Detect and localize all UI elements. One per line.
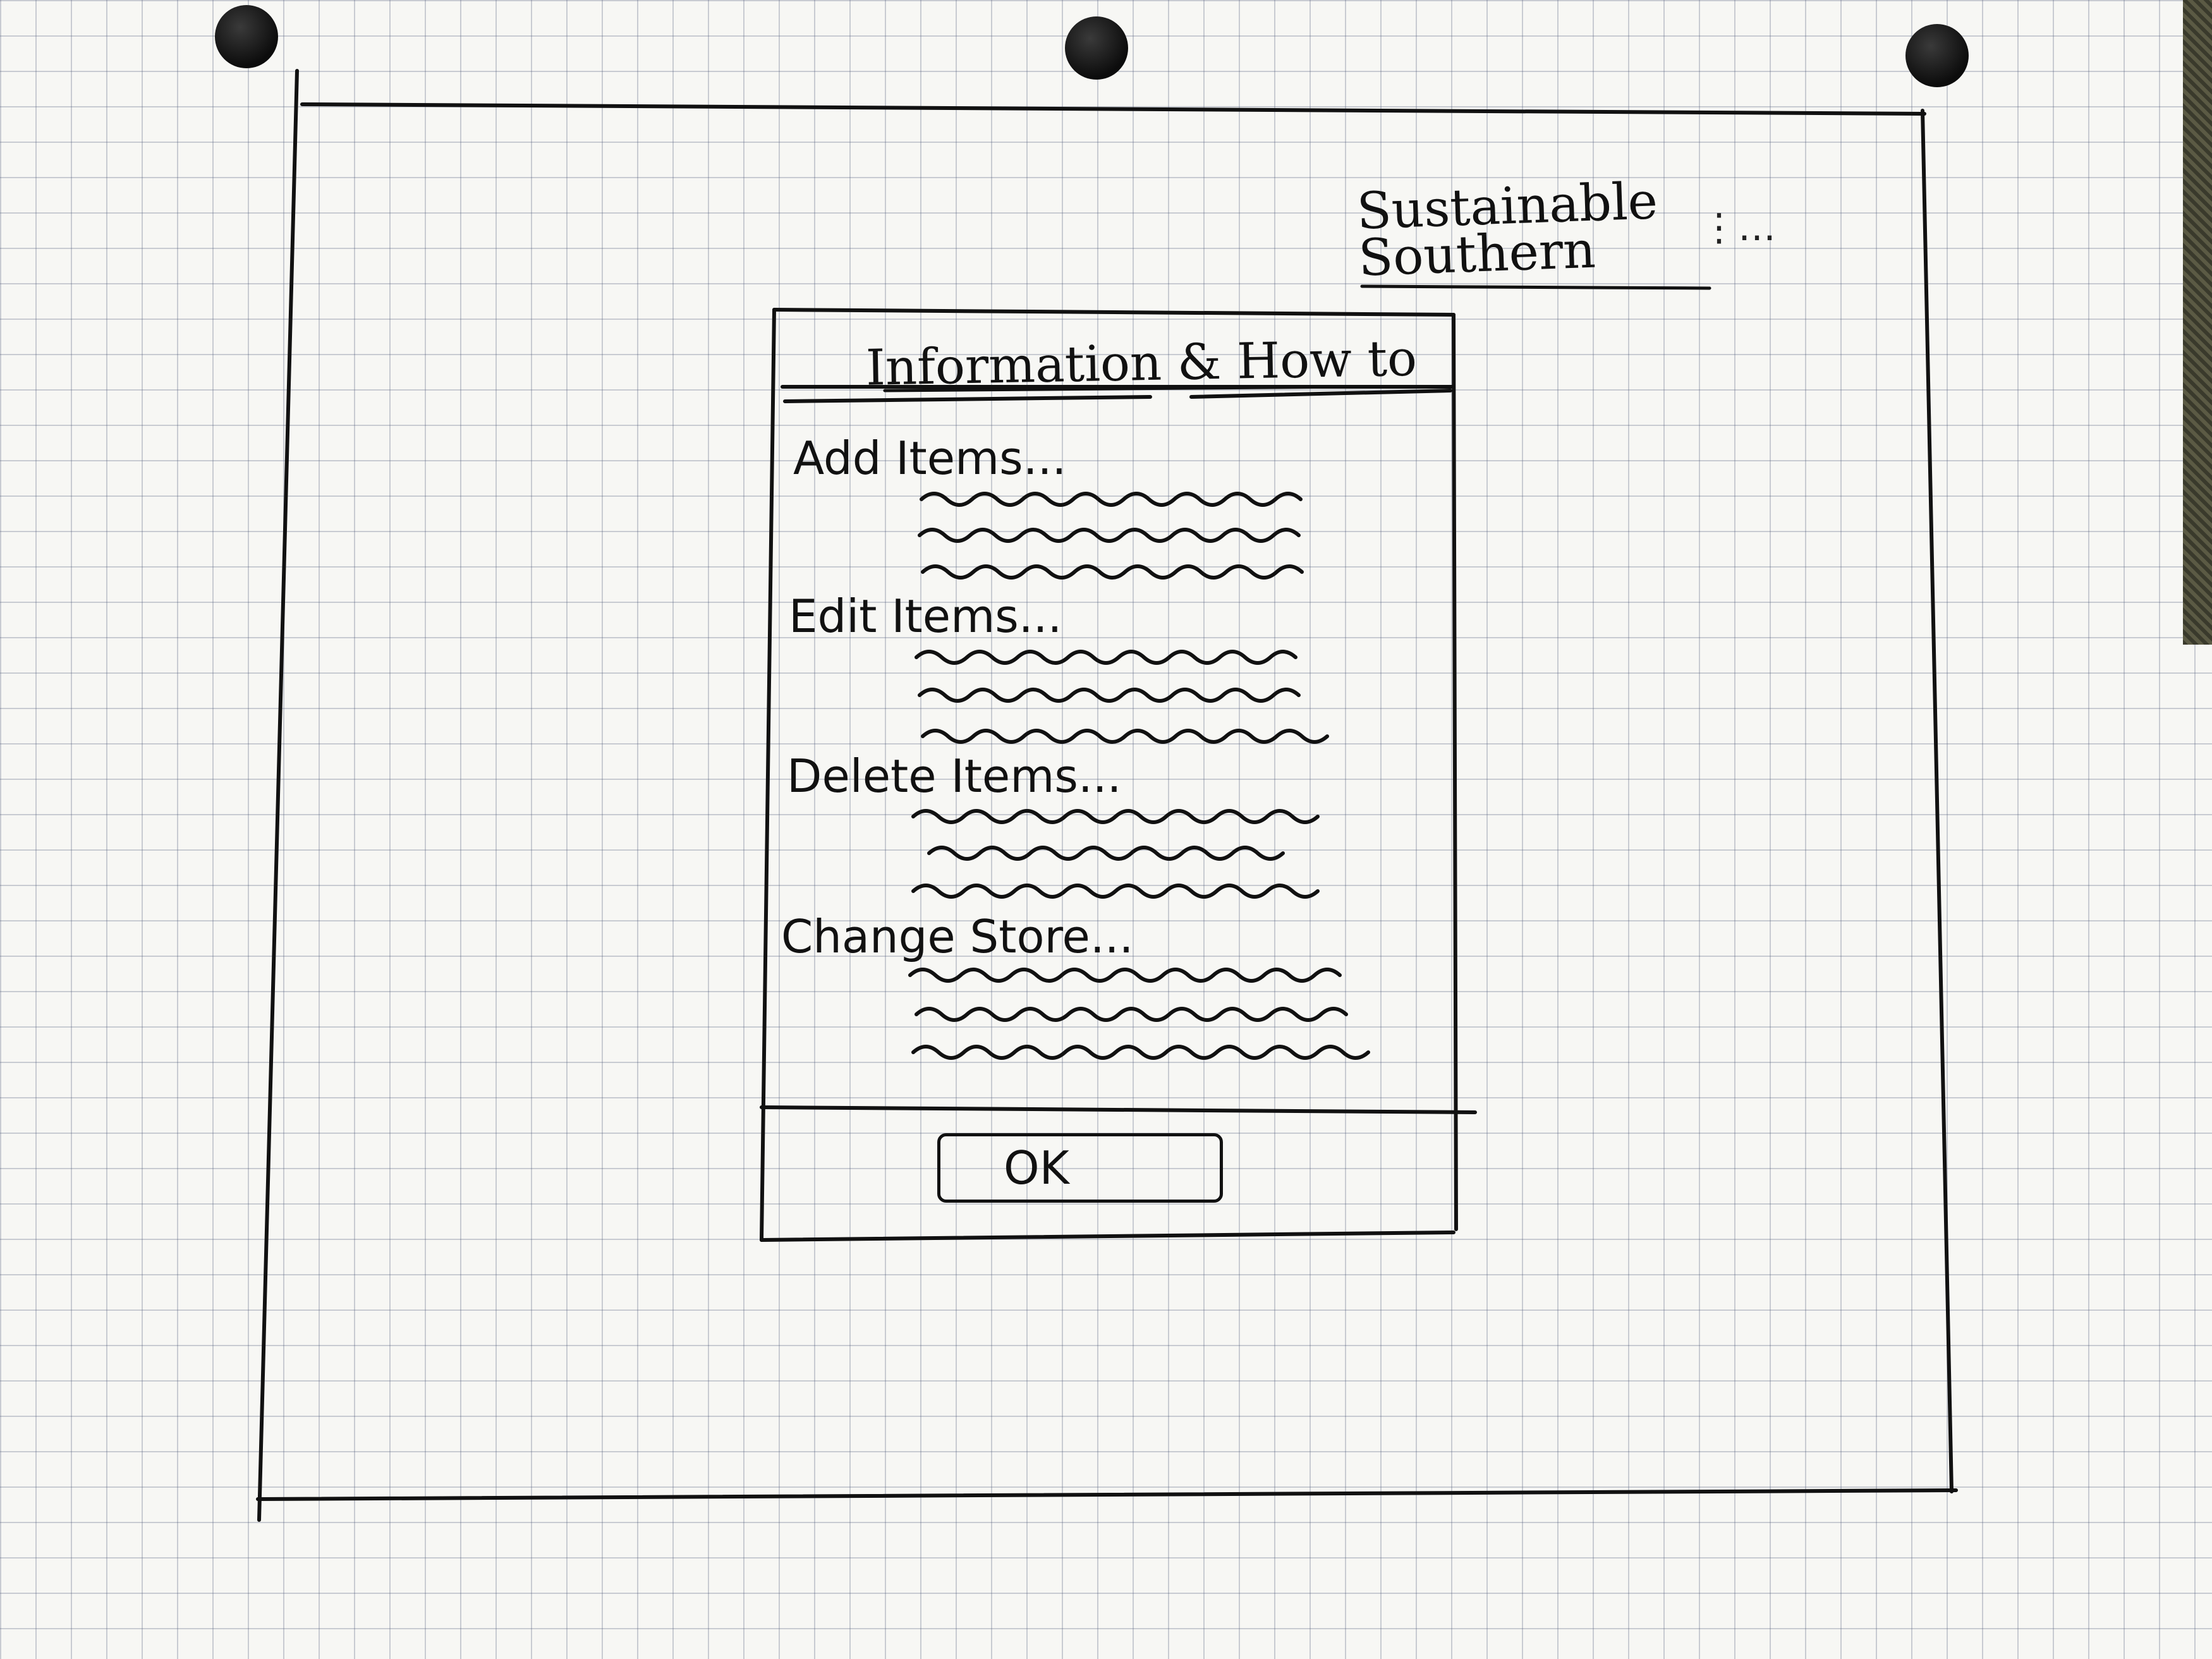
brand-logo: Sustainable Southern bbox=[1356, 171, 1713, 288]
edit-items-scribbles bbox=[915, 650, 1329, 744]
brand-underline bbox=[1360, 284, 1711, 290]
add-items-scribbles bbox=[918, 492, 1304, 580]
section-heading-edit-items: Edit Items... bbox=[789, 590, 1062, 643]
dialog-frame bbox=[760, 308, 1477, 1242]
dialog-title: Information & How to bbox=[865, 330, 1418, 397]
ok-button[interactable]: OK bbox=[937, 1133, 1223, 1203]
background-fabric bbox=[2183, 0, 2212, 645]
section-heading-change-store: Change Store... bbox=[781, 910, 1134, 963]
binder-hole bbox=[215, 5, 278, 68]
section-heading-delete-items: Delete Items... bbox=[787, 750, 1122, 803]
section-heading-add-items: Add Items... bbox=[793, 432, 1067, 485]
binder-hole bbox=[1065, 16, 1128, 80]
app-window-frame bbox=[256, 69, 1958, 1522]
dialog-title-underline bbox=[883, 385, 1354, 392]
binder-hole bbox=[1905, 24, 1969, 87]
brand-ellipsis: ⋮… bbox=[1700, 205, 1776, 250]
change-store-scribbles bbox=[908, 968, 1370, 1060]
delete-items-scribbles bbox=[911, 809, 1320, 899]
